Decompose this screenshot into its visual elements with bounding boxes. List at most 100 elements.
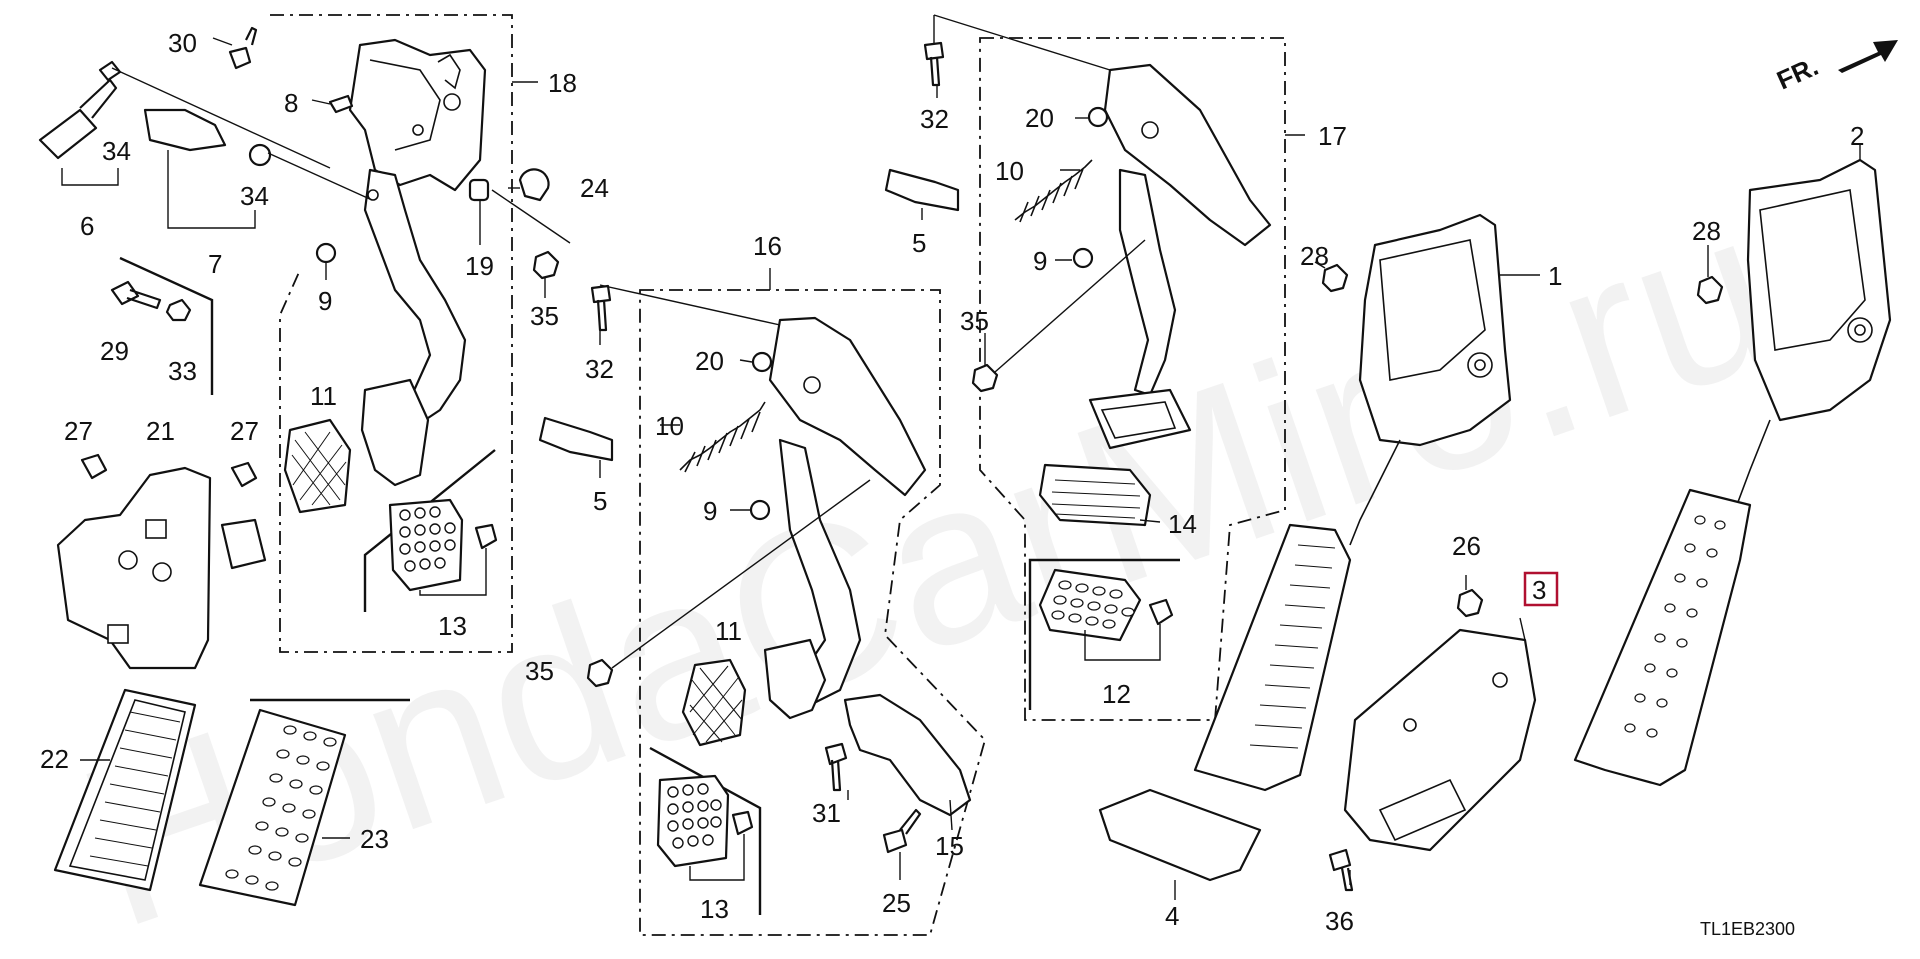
callout-7: 7	[208, 249, 222, 279]
diagram-code: TL1EB2300	[1700, 919, 1795, 939]
callout-28: 28	[1692, 216, 1721, 246]
switch-6	[38, 78, 118, 160]
switch-7	[143, 108, 227, 152]
kit-13-outline	[363, 449, 496, 612]
nut-35	[532, 250, 560, 280]
clip-9	[315, 242, 337, 264]
callout-24: 24	[580, 173, 609, 203]
bolt-25	[882, 808, 922, 854]
leader-lines	[111, 37, 1861, 885]
middle-brake-pedal-group	[538, 268, 987, 936]
callout-36: 36	[1325, 906, 1354, 936]
callout-35: 35	[530, 301, 559, 331]
callout-11: 11	[715, 616, 742, 646]
pedal-pad-cover-11	[283, 418, 352, 514]
pedal-bracket-17	[1103, 63, 1272, 247]
callout-32: 32	[920, 104, 949, 134]
assembly-18-outline	[270, 14, 513, 653]
callout-10: 10	[655, 411, 684, 441]
brake-pedal-arm-16	[778, 438, 862, 707]
callout-34: 34	[240, 181, 269, 211]
kit-12-outline	[1028, 558, 1180, 710]
callout-32: 32	[585, 354, 614, 384]
clip-9b	[749, 499, 771, 521]
clip-9c	[1072, 247, 1094, 269]
bracket-15	[843, 693, 972, 817]
nut-35b	[586, 658, 614, 688]
spring-10b	[1014, 159, 1093, 221]
pedal-bracket	[348, 38, 487, 192]
plug-24	[518, 168, 550, 202]
kit-13b-outline	[649, 746, 762, 915]
callout-35: 35	[525, 656, 554, 686]
callout-28: 28	[1300, 241, 1329, 271]
bracket-21	[56, 466, 212, 670]
callout-23: 23	[360, 824, 389, 854]
callout-11: 11	[310, 381, 337, 411]
front-direction-indicator: FR.	[1772, 40, 1898, 95]
clip-20a	[751, 351, 773, 373]
nut-33	[165, 298, 192, 322]
highlight-box-3	[1523, 571, 1559, 607]
callout-25: 25	[882, 888, 911, 918]
callout-9: 9	[1033, 246, 1047, 276]
accelerator-pedal-module-1	[1358, 213, 1512, 447]
callout-27: 27	[230, 416, 259, 446]
pedal-pad-cover-11b	[681, 658, 747, 747]
brake-pedal-arm	[363, 168, 467, 422]
pedal-pad-14	[1038, 463, 1152, 527]
brake-pedal-pad	[360, 378, 430, 487]
bolt-31	[824, 742, 848, 792]
brake-pedal-pad-16	[763, 638, 827, 720]
callout-26: 26	[1452, 531, 1481, 561]
callout-4: 4	[1165, 901, 1179, 931]
bolt-29	[110, 280, 162, 310]
spring-10a	[679, 401, 766, 471]
callout-2: 2	[1850, 121, 1864, 151]
front-arrow-icon	[1838, 40, 1898, 73]
mounting-bracket-3	[1343, 628, 1537, 852]
callout-22: 22	[40, 744, 69, 774]
nut-28a	[1321, 263, 1349, 293]
callout-31: 31	[812, 798, 841, 828]
callout-29: 29	[100, 336, 129, 366]
callout-8: 8	[284, 88, 298, 118]
callout-27: 27	[64, 416, 93, 446]
bolt-30	[228, 26, 258, 70]
left-brake-pedal-group	[38, 14, 560, 907]
callout-5: 5	[912, 228, 926, 258]
callout-12: 12	[1102, 679, 1131, 709]
callout-19: 19	[465, 251, 494, 281]
callout-33: 33	[168, 356, 197, 386]
callout-16: 16	[753, 231, 782, 261]
nut-27a	[80, 453, 108, 480]
callout-14: 14	[1168, 509, 1197, 539]
callout-3-highlighted[interactable]: 3	[1532, 575, 1546, 605]
callout-15: 15	[935, 831, 964, 861]
callout-35: 35	[960, 306, 989, 336]
pedal-bracket-16	[768, 316, 927, 497]
callout-labels: 30 34 8 18 34 6 7 24 9 19 35 29 33 11 27…	[40, 28, 1864, 939]
nut-35c	[971, 363, 999, 393]
nut-34b	[248, 143, 272, 167]
bolt-36	[1328, 848, 1354, 892]
callout-18: 18	[548, 68, 577, 98]
bolt-32b	[923, 41, 945, 87]
callout-20: 20	[695, 346, 724, 376]
front-direction-label: FR.	[1772, 51, 1822, 95]
nut-28b	[1696, 275, 1724, 305]
stopper-19	[468, 178, 490, 202]
callout-5: 5	[593, 486, 607, 516]
callout-13: 13	[438, 611, 467, 641]
clip-20b	[1087, 106, 1109, 128]
callout-9: 9	[703, 496, 717, 526]
accelerator-pad-22	[53, 688, 197, 892]
callout-34: 34	[102, 136, 131, 166]
callout-21: 21	[146, 416, 175, 446]
callout-30: 30	[168, 28, 197, 58]
nut-27b	[230, 461, 258, 488]
accelerator-pedal-group	[1098, 158, 1892, 900]
switch-5a	[538, 416, 614, 462]
callout-1: 1	[1548, 261, 1562, 291]
callout-6: 6	[80, 211, 94, 241]
